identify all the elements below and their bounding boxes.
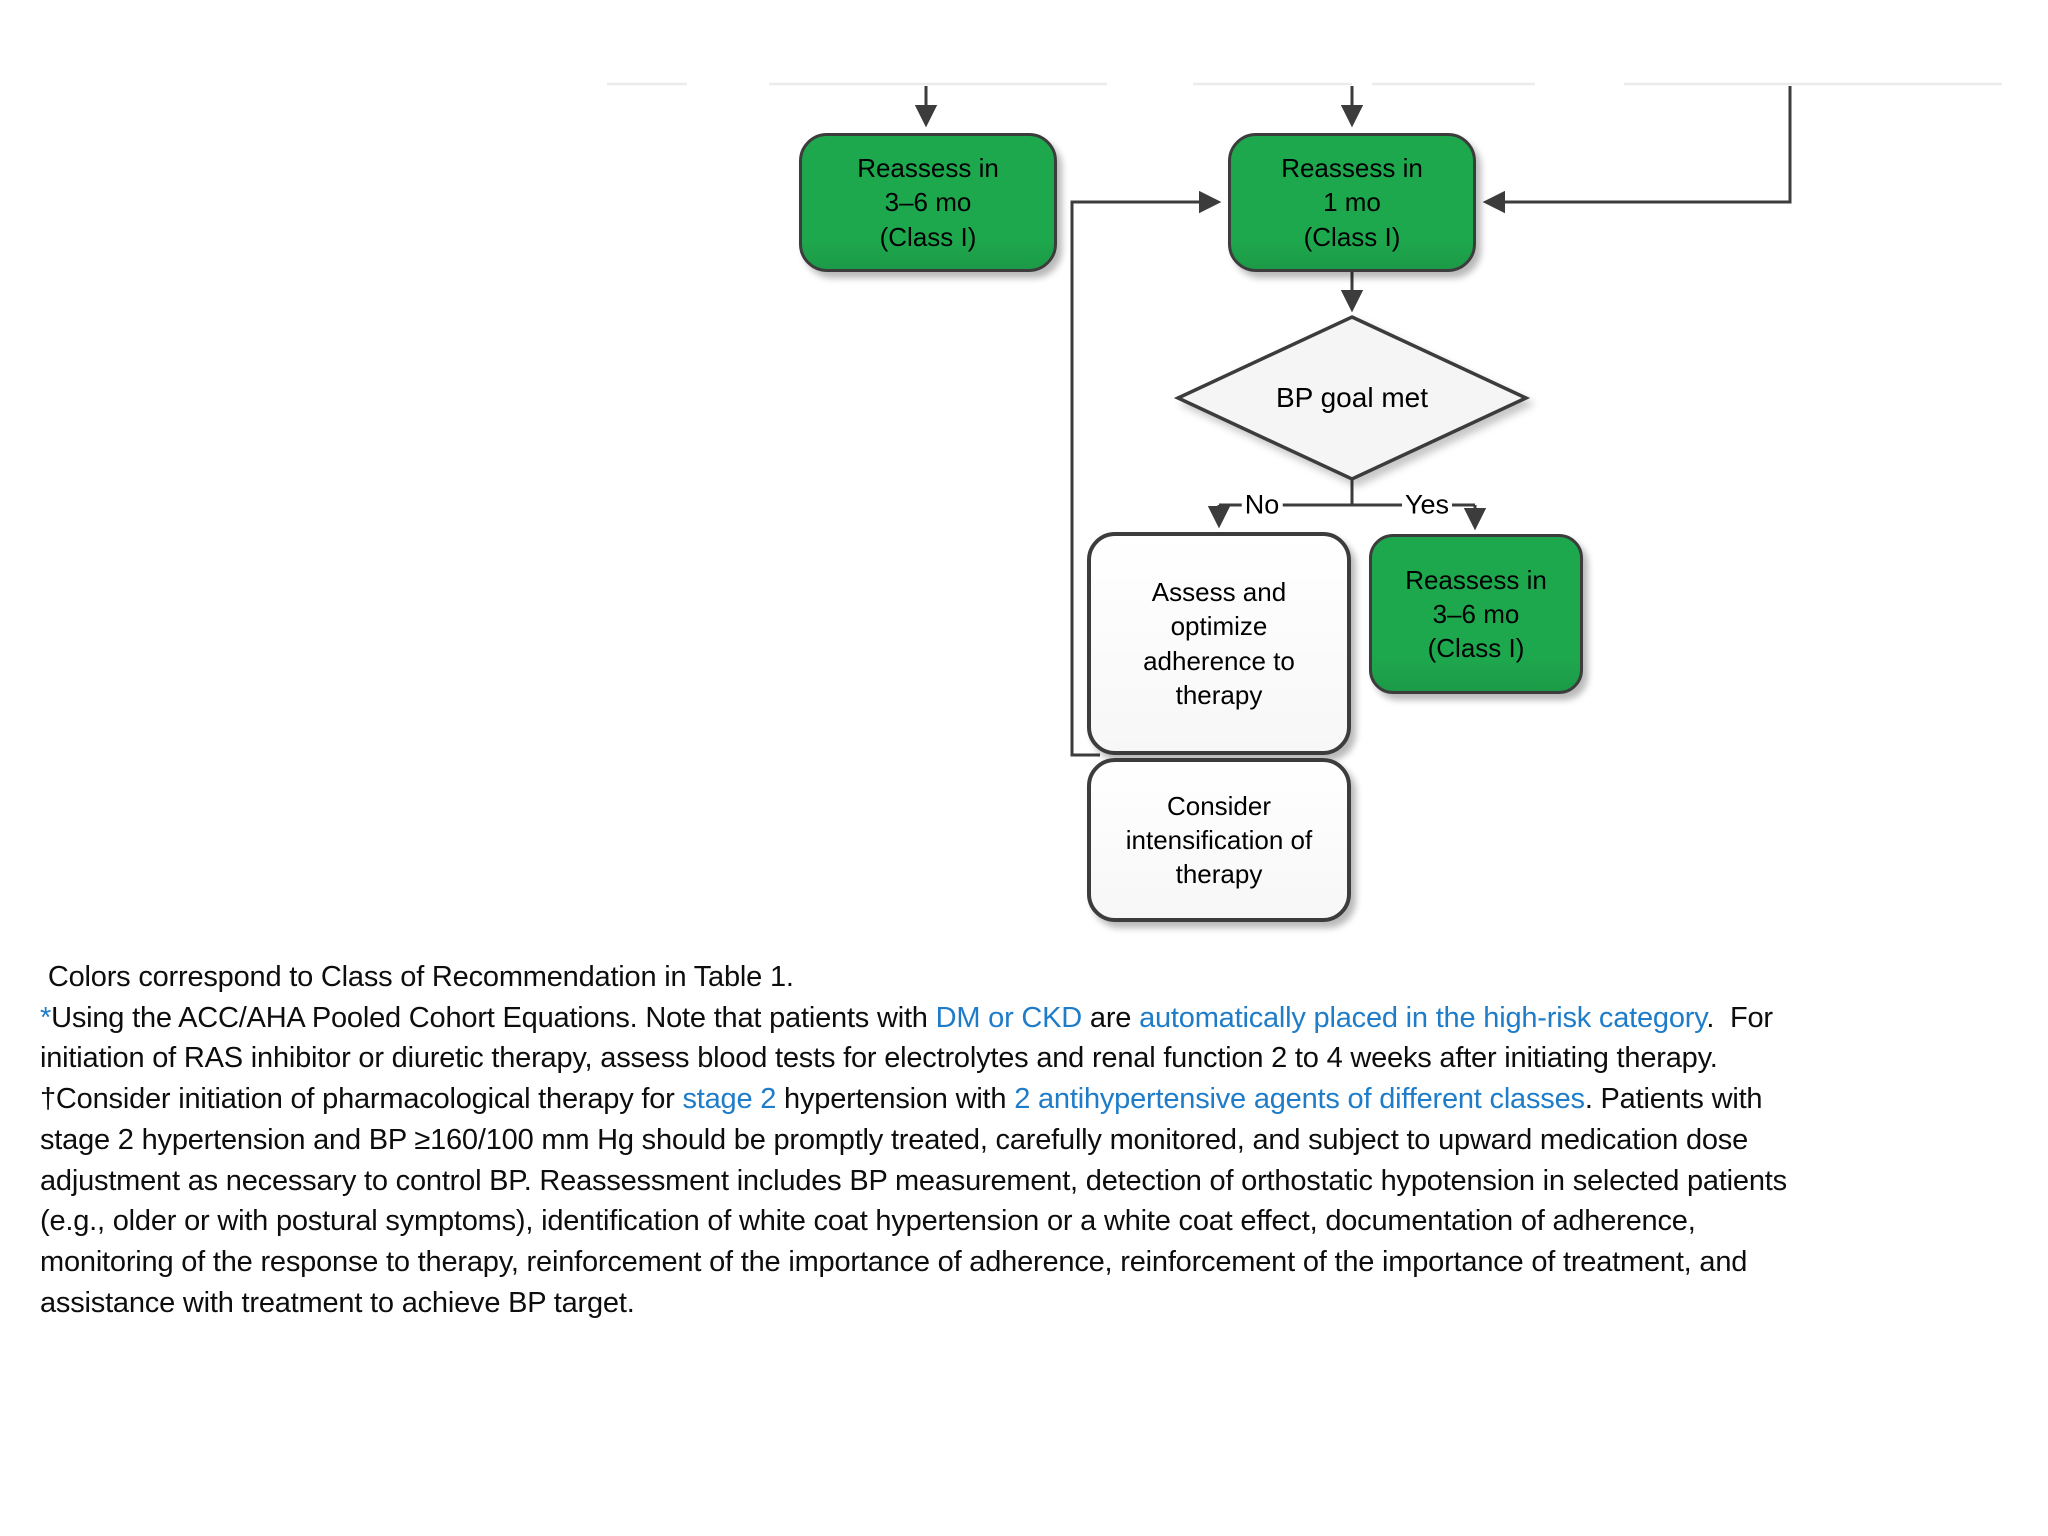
footnote-line: adjustment as necessary to control BP. R… xyxy=(40,1161,1787,1202)
node-bp-goal-met-label: BP goal met xyxy=(1275,382,1429,413)
footnote-text: initiation of RAS inhibitor or diuretic … xyxy=(40,1042,1718,1075)
footnote-text: . Patients with xyxy=(1584,1083,1763,1116)
footnote-highlighted-text: 2 antihypertensive agents of different c… xyxy=(1014,1083,1585,1116)
node-consider-intensification: Consider intensification of therapy xyxy=(1087,758,1351,922)
footnote-line: Colors correspond to Class of Recommenda… xyxy=(40,957,1787,998)
footnote-line: †Consider initiation of pharmacological … xyxy=(40,1079,1787,1120)
branch-label-no: No xyxy=(1241,489,1283,521)
footnote-text: †Consider initiation of pharmacological … xyxy=(40,1083,683,1116)
decision-diamond-shape xyxy=(1173,315,1531,481)
footnote-text: monitoring of the response to therapy, r… xyxy=(40,1245,1748,1278)
footnote-line: (e.g., older or with postural symptoms),… xyxy=(40,1201,1787,1242)
edge-feedback-loop xyxy=(1070,190,1222,757)
footnote-highlighted-text: stage 2 xyxy=(682,1083,777,1116)
footnote-line: stage 2 hypertension and BP ≥160/100 mm … xyxy=(40,1120,1787,1161)
node-reassess-3-6-bottom: Reassess in 3–6 mo (Class I) xyxy=(1369,534,1583,694)
footnote-text: Using the ACC/AHA Pooled Cohort Equation… xyxy=(51,1001,936,1034)
footnote-highlighted-text: DM or CKD xyxy=(935,1001,1083,1034)
footnote-block: Colors correspond to Class of Recommenda… xyxy=(40,957,1787,1323)
footnote-line: assistance with treatment to achieve BP … xyxy=(40,1283,1787,1324)
footnote-line: initiation of RAS inhibitor or diuretic … xyxy=(40,1038,1787,1079)
footnote-highlighted-text: automatically placed in the high-risk ca… xyxy=(1139,1001,1707,1034)
footnote-text: Colors correspond to Class of Recommenda… xyxy=(40,961,794,993)
footnote-text: are xyxy=(1082,1001,1140,1034)
node-assess-adherence: Assess and optimize adherence to therapy xyxy=(1087,532,1351,755)
edge-right-loop-into-reassess-1-mo xyxy=(1482,86,1792,214)
node-reassess-3-6-top: Reassess in 3–6 mo (Class I) xyxy=(799,133,1057,272)
footnote-text: assistance with treatment to achieve BP … xyxy=(40,1286,635,1319)
footnote-text: (e.g., older or with postural symptoms),… xyxy=(40,1205,1696,1238)
footnote-text: adjustment as necessary to control BP. R… xyxy=(40,1164,1787,1197)
node-reassess-1-mo: Reassess in 1 mo (Class I) xyxy=(1228,133,1476,272)
footnote-line: *Using the ACC/AHA Pooled Cohort Equatio… xyxy=(40,998,1787,1039)
footnote-text: stage 2 hypertension and BP ≥160/100 mm … xyxy=(40,1123,1749,1156)
footnote-line: monitoring of the response to therapy, r… xyxy=(40,1242,1787,1283)
footnote-highlighted-text: * xyxy=(40,1001,52,1034)
footnote-text: . For xyxy=(1706,1001,1773,1034)
branch-label-yes: Yes xyxy=(1401,489,1453,521)
footnote-text: hypertension with xyxy=(776,1083,1015,1116)
